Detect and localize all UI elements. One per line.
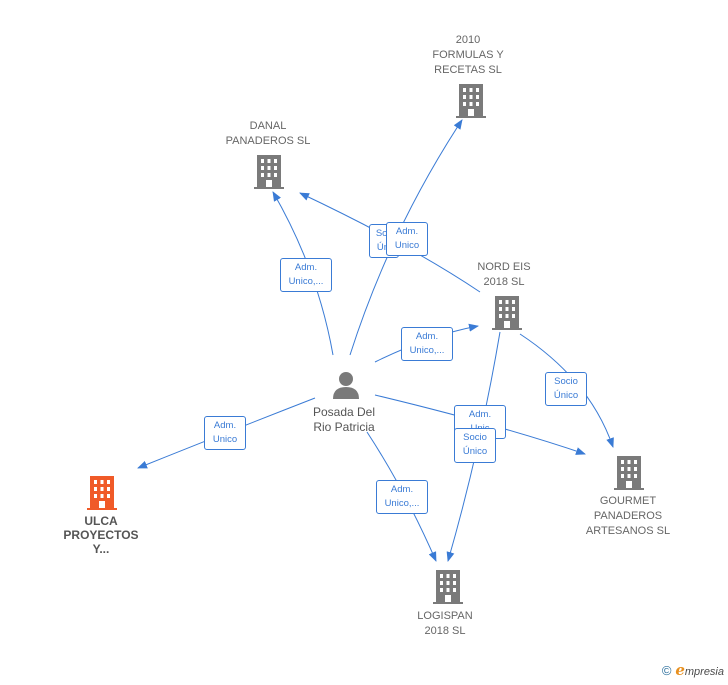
building-icon[interactable]: [433, 570, 463, 604]
node-label-nordeis[interactable]: NORD EIS 2018 SL: [477, 261, 531, 288]
brand-logo-initial: e: [675, 661, 685, 679]
person-icon[interactable]: [331, 370, 361, 400]
edge-label-nordeis-gourmet[interactable]: Socio Único: [545, 372, 587, 406]
building-icon[interactable]: [254, 155, 284, 189]
node-label-formulas[interactable]: 2010 FORMULAS Y RECETAS SL: [432, 34, 504, 76]
edge-label-person-logispan[interactable]: Adm. Unico,...: [376, 480, 428, 514]
edge-label-nordeis-logispan[interactable]: Socio Único: [454, 428, 496, 463]
edge-label-person-formulas[interactable]: Adm. Unico: [386, 222, 428, 256]
node-label-gourmet[interactable]: GOURMET PANADEROS ARTESANOS SL: [585, 495, 671, 537]
brand-logo-text: mpresia: [684, 666, 724, 678]
node-label-ulca[interactable]: ULCA PROYECTOS Y...: [63, 514, 139, 556]
copyright-symbol: ©: [661, 663, 672, 678]
building-icon[interactable]: [492, 296, 522, 330]
person-label[interactable]: Posada Del Rio Patricia: [312, 405, 376, 434]
edge-label-person-danal[interactable]: Adm. Unico,...: [280, 258, 332, 292]
building-icon-highlight[interactable]: [87, 476, 117, 510]
edge-label-person-nordeis[interactable]: Adm. Unico,...: [401, 327, 453, 361]
brand-footer[interactable]: © empresia: [662, 661, 724, 679]
node-label-danal[interactable]: DANAL PANADEROS SL: [225, 120, 311, 147]
node-label-logispan[interactable]: LOGISPAN 2018 SL: [417, 610, 473, 637]
edge-label-person-ulca[interactable]: Adm. Unico: [204, 416, 246, 450]
building-icon[interactable]: [456, 84, 486, 118]
building-icon[interactable]: [614, 456, 644, 490]
